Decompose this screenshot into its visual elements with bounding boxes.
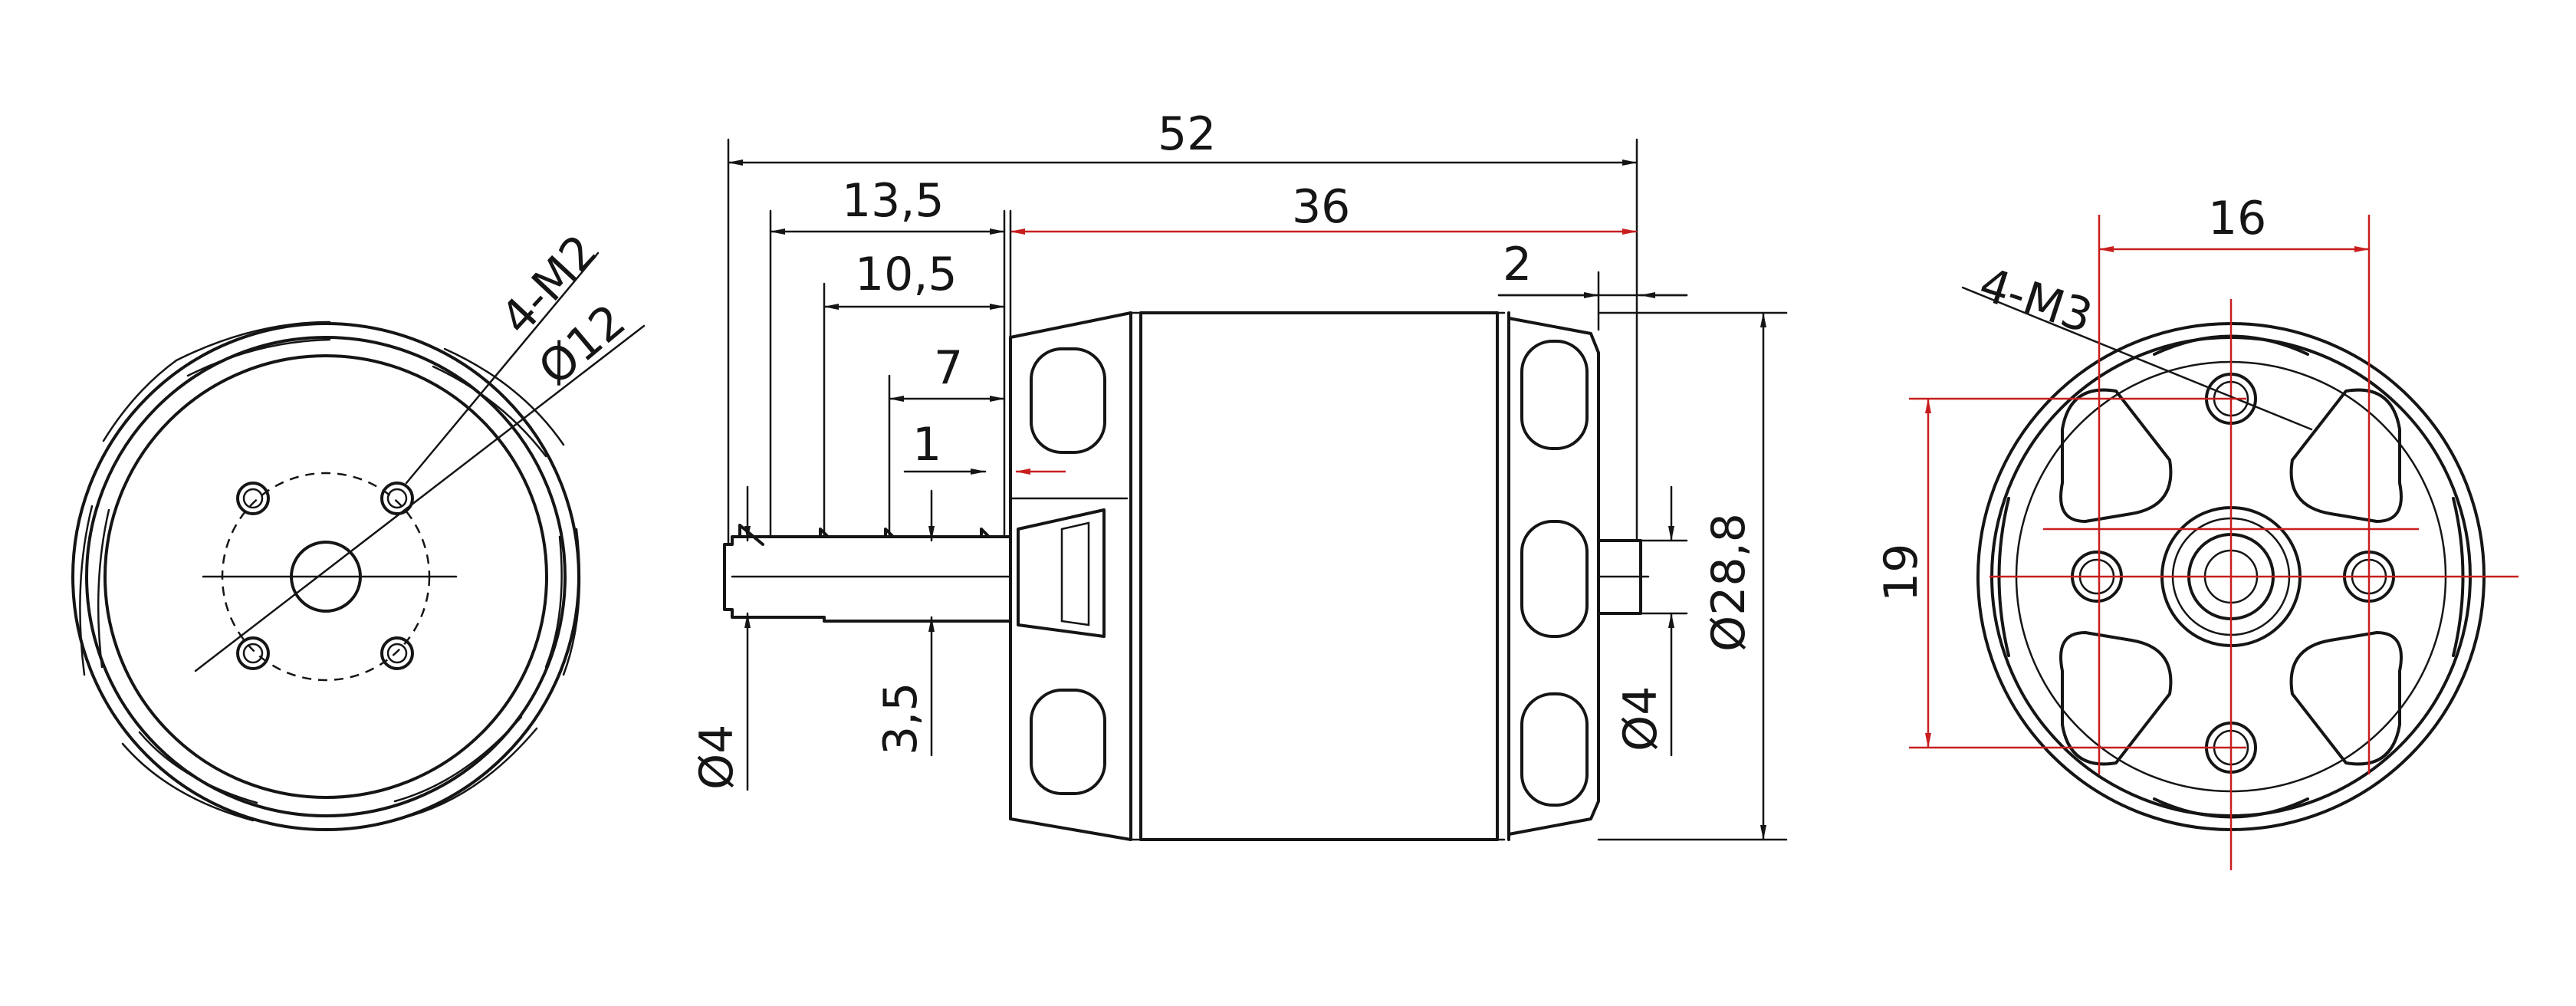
side-dimensions: 52 13,5 36 10,5 7 1 2 Ø4 3,5 Ø4	[690, 107, 1788, 841]
front-shaft	[723, 535, 1012, 623]
rear-cap-windows	[1520, 340, 1589, 807]
groove-to-mount-label: 10,5	[855, 248, 958, 301]
rear-dimensions: 16 19	[1875, 192, 2371, 749]
rear-m3-holes	[2071, 373, 2395, 774]
body-length-label: 36	[1292, 180, 1350, 234]
side-view	[723, 311, 1650, 841]
rear-cap-label: 2	[1503, 238, 1532, 291]
rear-spacing-h-label: 16	[2208, 192, 2266, 245]
shaft-step-label: 7	[934, 341, 963, 395]
dia12-leader	[194, 324, 646, 672]
shaft-dia-rear-label: Ø4	[1614, 686, 1668, 751]
front-bell-windows	[1017, 347, 1106, 795]
total-length-label: 52	[1158, 107, 1216, 161]
flat-depth-label: 3,5	[874, 682, 928, 755]
front-cooling-slots	[79, 321, 581, 822]
front-m2-holes	[236, 482, 414, 670]
front-shaft-hole	[290, 541, 362, 613]
m3-leader	[1961, 286, 2313, 431]
front-bell	[1009, 311, 1132, 841]
front-view: 4-M2 Ø12	[71, 225, 646, 831]
shaft-to-mount-label: 13,5	[842, 174, 945, 228]
m2-leader	[405, 252, 600, 485]
rear-view: 4-M3	[1961, 258, 2518, 870]
rear-windows	[2059, 388, 2403, 766]
body-dia-label: Ø28,8	[1702, 513, 1756, 652]
step-gap-label: 1	[912, 418, 941, 472]
rear-spacing-v-label: 19	[1875, 544, 1928, 602]
rear-holes-label: 4-M3	[1973, 258, 2098, 344]
motor-body	[1139, 311, 1499, 841]
shaft-dia-front-label: Ø4	[690, 725, 744, 790]
